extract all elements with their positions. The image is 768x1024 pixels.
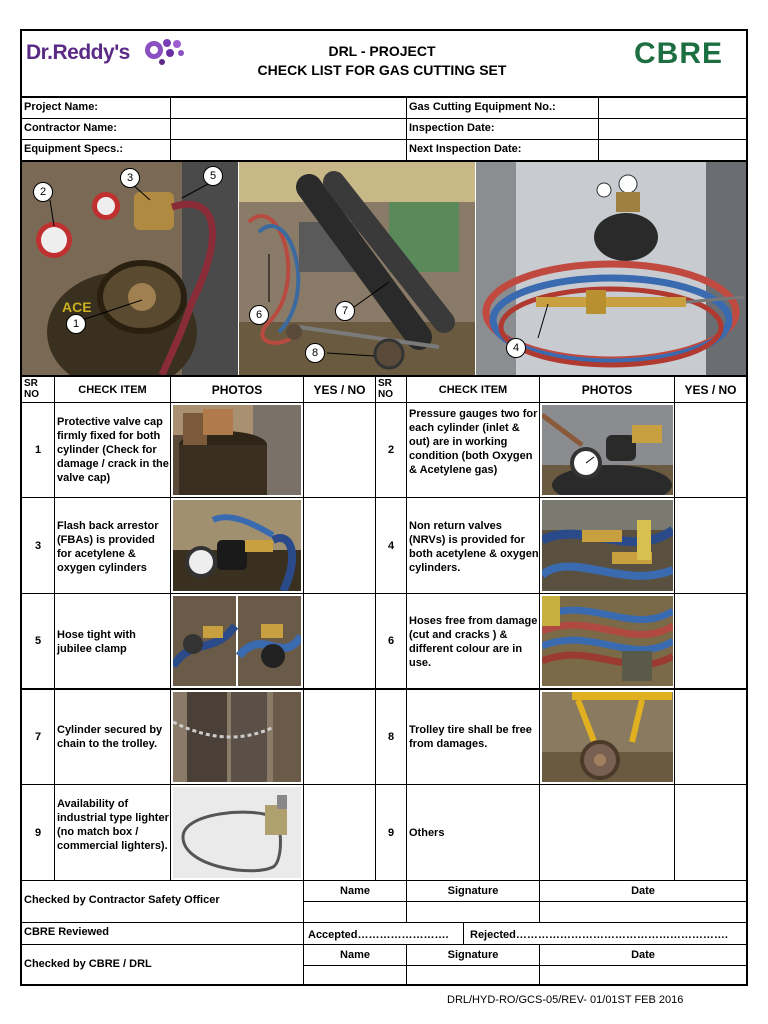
sr-no: 5 xyxy=(34,635,42,647)
checked-cbre-label: Checked by CBRE / DRL xyxy=(24,958,152,970)
yes-no-cell[interactable] xyxy=(675,594,746,688)
drl-logo-mark-icon xyxy=(145,39,184,65)
item-photo-non-return-valves xyxy=(542,500,673,591)
check-item-text: Non return valves (NRVs) is provided for… xyxy=(409,520,539,574)
yes-no-cell[interactable] xyxy=(304,594,375,688)
sr-no: 9 xyxy=(387,826,395,839)
equipment-specs-field[interactable] xyxy=(171,140,405,160)
rejected-option[interactable]: Rejected…………………………………………………. xyxy=(470,929,728,941)
drl-logo: Dr.Reddy's xyxy=(26,35,186,69)
gas-cutting-no-field[interactable] xyxy=(599,98,745,118)
sr-no: 9 xyxy=(34,826,42,839)
yes-no-cell[interactable] xyxy=(304,785,375,880)
cbre-name-cell[interactable] xyxy=(304,966,406,986)
gas-cutting-no-label: Gas Cutting Equipment No.: xyxy=(409,101,556,113)
item-photo-valve-cap xyxy=(173,405,301,495)
yes-no-cell[interactable] xyxy=(304,498,375,593)
col-header-sr-no-left: SR NO xyxy=(24,378,39,400)
callout-6: 6 xyxy=(249,305,269,325)
drl-logo-text: Dr.Reddy's xyxy=(26,41,130,64)
contractor-name-field[interactable] xyxy=(171,119,405,139)
col-header-photos-right: PHOTOS xyxy=(581,382,633,397)
check-item-text: Flash back arrestor (FBAs) is provided f… xyxy=(57,520,159,574)
item-photo-hoses xyxy=(542,596,673,686)
inspection-date-label: Inspection Date: xyxy=(409,122,495,134)
sr-no: 6 xyxy=(387,635,395,647)
page-title: DRL - PROJECT CHECK LIST FOR GAS CUTTING… xyxy=(182,39,582,83)
yes-no-cell[interactable] xyxy=(304,690,375,784)
item-photo-chain xyxy=(173,692,301,782)
sr-no: 7 xyxy=(34,731,42,743)
check-item-text: Pressure gauges two for each cylinder (i… xyxy=(409,408,538,476)
overview-photo-cylinder-regulator: ACE xyxy=(22,162,238,375)
yes-no-cell[interactable] xyxy=(675,690,746,784)
cbre-date-cell[interactable] xyxy=(540,966,746,986)
sr-no: 2 xyxy=(387,444,395,456)
document-reference: DRL/HYD-RO/GCS-05/REV- 01/01ST FEB 2016 xyxy=(447,994,684,1006)
check-item-text: Trolley tire shall be free from damages. xyxy=(409,724,532,750)
title-line2: CHECK LIST FOR GAS CUTTING SET xyxy=(257,62,507,78)
contractor-name-label: Contractor Name: xyxy=(24,122,117,134)
project-name-field[interactable] xyxy=(171,98,405,118)
item-photo-industrial-lighter xyxy=(173,787,301,878)
check-item-text: Protective valve cap firmly fixed for bo… xyxy=(57,416,169,484)
contractor-signature-header: Signature xyxy=(447,885,499,897)
item-photo-flash-back-arrestor xyxy=(173,500,301,591)
title-line1: DRL - PROJECT xyxy=(328,43,436,59)
yes-no-cell[interactable] xyxy=(675,498,746,593)
item-photo-jubilee-clamp xyxy=(173,596,301,686)
check-item-text: Hoses free from damage (cut and cracks )… xyxy=(409,615,538,669)
item-photo-pressure-gauges xyxy=(542,405,673,495)
contractor-name-header: Name xyxy=(340,885,370,897)
cbre-logo: CBRE xyxy=(634,37,724,70)
svg-text:ACE: ACE xyxy=(62,299,92,315)
contractor-date-header: Date xyxy=(631,885,655,897)
col-header-sr-no-right: SR NO xyxy=(378,378,393,400)
item-photo-trolley-tire xyxy=(542,692,673,782)
callout-4: 4 xyxy=(506,338,526,358)
accepted-option[interactable]: Accepted……………………. xyxy=(308,929,449,941)
callout-8: 8 xyxy=(305,343,325,363)
yes-no-cell[interactable] xyxy=(304,403,375,497)
inspection-date-field[interactable] xyxy=(599,119,745,139)
callout-3: 3 xyxy=(120,168,140,188)
callout-5: 5 xyxy=(203,166,223,186)
contractor-signature-cell[interactable] xyxy=(407,902,539,922)
cbre-reviewed-label: CBRE Reviewed xyxy=(24,926,109,938)
check-item-text: Hose tight with jubilee clamp xyxy=(57,629,136,655)
checked-contractor-label: Checked by Contractor Safety Officer xyxy=(24,894,220,906)
cbre-date-header: Date xyxy=(631,949,655,961)
check-item-text: Others xyxy=(409,827,445,839)
col-header-check-item-left: CHECK ITEM xyxy=(78,383,147,396)
next-inspection-date-label: Next Inspection Date: xyxy=(409,143,522,155)
callout-1: 1 xyxy=(66,314,86,334)
overview-photo-trolley xyxy=(239,162,475,375)
sr-no: 8 xyxy=(387,731,395,743)
photo-cell-empty xyxy=(540,785,674,880)
next-inspection-date-field[interactable] xyxy=(599,140,745,160)
callout-2: 2 xyxy=(33,182,53,202)
project-name-label: Project Name: xyxy=(24,101,98,113)
col-header-photos-left: PHOTOS xyxy=(211,382,263,397)
cbre-name-header: Name xyxy=(340,949,370,961)
sr-no: 1 xyxy=(34,444,42,456)
checklist-sheet: Dr.Reddy's DRL - PROJECT CHECK LIST FOR … xyxy=(20,29,748,986)
contractor-date-cell[interactable] xyxy=(540,902,746,922)
yes-no-cell[interactable] xyxy=(675,785,746,880)
equipment-specs-label: Equipment Specs.: xyxy=(24,143,124,155)
sr-no: 4 xyxy=(387,539,395,552)
check-item-text: Availability of industrial type lighter … xyxy=(57,798,169,852)
contractor-name-cell[interactable] xyxy=(304,902,406,922)
cbre-signature-header: Signature xyxy=(447,949,499,961)
cbre-signature-cell[interactable] xyxy=(407,966,539,986)
yes-no-cell[interactable] xyxy=(675,403,746,497)
col-header-check-item-right: CHECK ITEM xyxy=(438,383,508,396)
col-header-yes-no-right: YES / NO xyxy=(684,382,737,397)
sr-no: 3 xyxy=(34,539,42,552)
callout-7: 7 xyxy=(335,301,355,321)
check-item-text: Cylinder secured by chain to the trolley… xyxy=(57,724,163,750)
col-header-yes-no-left: YES / NO xyxy=(313,382,366,397)
